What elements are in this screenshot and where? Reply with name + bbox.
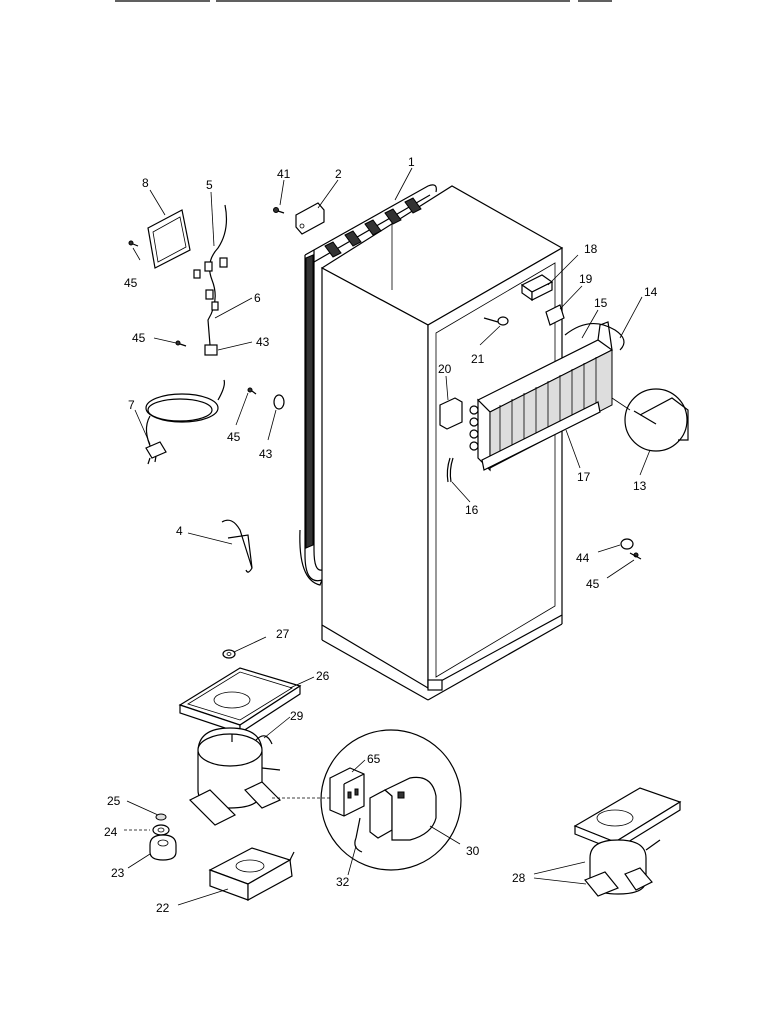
part-23-24-25 bbox=[149, 813, 177, 861]
part-29-compressor bbox=[188, 727, 334, 826]
label-part-6: 6 bbox=[254, 291, 261, 305]
part-21 bbox=[483, 316, 509, 326]
part-8 bbox=[147, 209, 191, 269]
label-part-26: 26 bbox=[316, 669, 330, 683]
label-part-18: 18 bbox=[584, 242, 598, 256]
cabinet bbox=[320, 185, 564, 701]
label-part-32: 32 bbox=[336, 875, 350, 889]
coil-stripes bbox=[324, 197, 422, 258]
label-part-22: 22 bbox=[156, 901, 170, 915]
label-part-30: 30 bbox=[466, 844, 480, 858]
label-part-7: 7 bbox=[128, 398, 135, 412]
part-44 bbox=[620, 538, 634, 550]
part-16 bbox=[446, 457, 454, 483]
label-part-27: 27 bbox=[276, 627, 290, 641]
label-part-43-a: 43 bbox=[256, 335, 270, 349]
label-part-4: 4 bbox=[176, 524, 183, 538]
label-part-14: 14 bbox=[644, 285, 658, 299]
part-18 bbox=[520, 274, 554, 302]
label-part-13: 13 bbox=[633, 479, 647, 493]
part-26-drain-pan bbox=[178, 667, 302, 735]
label-part-2: 2 bbox=[335, 167, 342, 181]
label-part-8: 8 bbox=[142, 176, 149, 190]
label-part-44: 44 bbox=[576, 551, 590, 565]
label-part-19: 19 bbox=[579, 272, 593, 286]
part-13-detail bbox=[611, 388, 689, 452]
part-20 bbox=[439, 397, 463, 430]
label-part-25: 25 bbox=[107, 794, 121, 808]
label-part-45-d: 45 bbox=[586, 577, 600, 591]
part-2 bbox=[295, 202, 325, 235]
label-part-45-a: 45 bbox=[124, 276, 138, 290]
part-5-6-harness bbox=[193, 204, 228, 346]
part-19 bbox=[545, 304, 565, 326]
part-7-power-cord bbox=[145, 379, 225, 465]
relay-detail-circle bbox=[320, 729, 462, 871]
part-43-clamps bbox=[204, 344, 285, 410]
label-part-65: 65 bbox=[367, 752, 381, 766]
label-part-5: 5 bbox=[206, 178, 213, 192]
label-part-28: 28 bbox=[512, 871, 526, 885]
label-part-45-b: 45 bbox=[132, 331, 146, 345]
label-part-1: 1 bbox=[408, 155, 415, 169]
part-22-bracket bbox=[208, 847, 295, 902]
part-28-compressor-assembly bbox=[573, 787, 682, 897]
label-part-41: 41 bbox=[277, 167, 291, 181]
evaporator bbox=[469, 321, 625, 472]
label-part-20: 20 bbox=[438, 362, 452, 376]
label-part-21: 21 bbox=[471, 352, 485, 366]
label-part-45-c: 45 bbox=[227, 430, 241, 444]
label-part-29: 29 bbox=[290, 709, 304, 723]
part-labels: 1 2 41 8 5 45 6 45 43 7 45 43 4 18 19 15… bbox=[104, 155, 658, 915]
condenser-coil bbox=[299, 184, 437, 586]
label-part-43-b: 43 bbox=[259, 447, 273, 461]
label-part-17: 17 bbox=[577, 470, 591, 484]
part-27 bbox=[222, 649, 236, 659]
label-part-16: 16 bbox=[465, 503, 479, 517]
label-part-23: 23 bbox=[111, 866, 125, 880]
part-45-screws bbox=[128, 240, 642, 560]
label-part-15: 15 bbox=[594, 296, 608, 310]
leader-lines bbox=[124, 167, 651, 906]
part-4 bbox=[221, 519, 253, 573]
label-part-24: 24 bbox=[104, 825, 118, 839]
part-41 bbox=[273, 207, 285, 214]
